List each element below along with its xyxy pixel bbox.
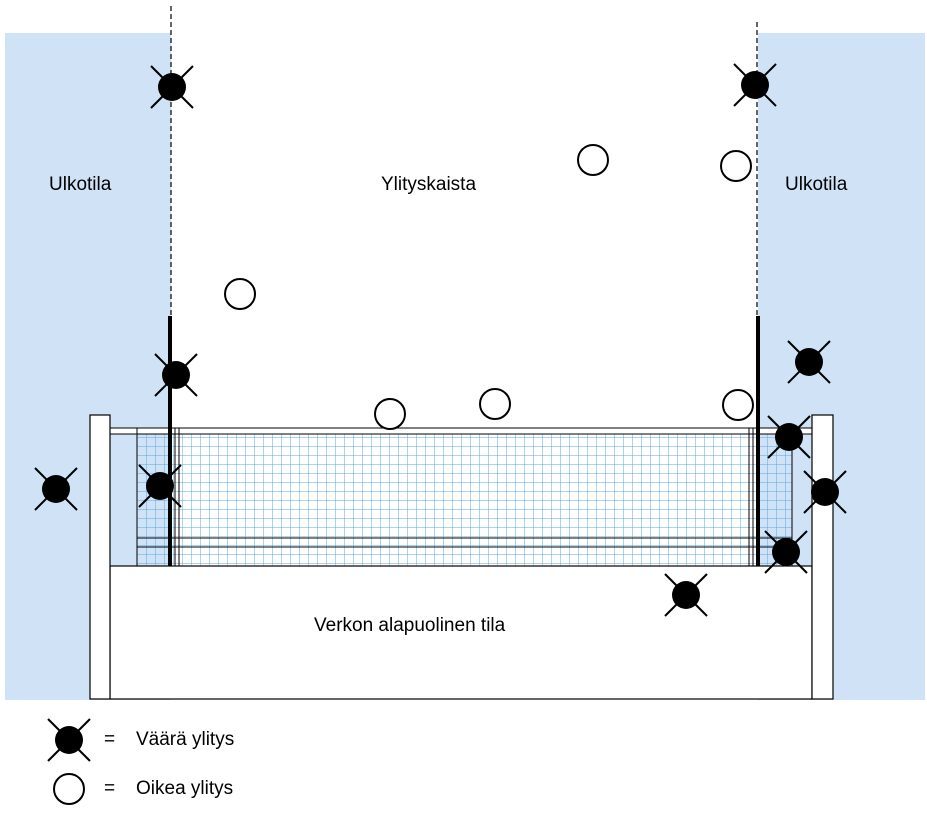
- correct-crossing-marker-2: [720, 150, 752, 182]
- legend-correct-equals: =: [104, 778, 116, 799]
- under-net-zone-label: Verkon alapuolinen tila: [314, 615, 506, 636]
- correct-crossing-marker-3: [224, 278, 256, 310]
- wrong-crossing-marker-10: [664, 573, 708, 617]
- legend-correct-symbol: [53, 773, 85, 805]
- antenna-left: [168, 316, 180, 566]
- wrong-crossing-marker-8: [803, 470, 847, 514]
- correct-crossing-marker-6: [722, 389, 754, 421]
- outside-zone-left-label: Ulkotila: [49, 174, 112, 195]
- wrong-crossings: [34, 63, 847, 617]
- correct-crossings: [224, 144, 754, 430]
- wrong-crossing-marker-4: [787, 340, 831, 384]
- open-circle-icon: [53, 773, 85, 805]
- wrong-crossing-marker-9: [764, 530, 808, 574]
- legend-wrong-symbol: [47, 718, 91, 762]
- wrong-crossing-marker-2: [733, 63, 777, 107]
- wrong-crossing-marker-5: [34, 467, 78, 511]
- wrong-crossing-marker-3: [154, 353, 198, 397]
- legend-wrong-label: Väärä ylitys: [136, 729, 235, 750]
- post-right: [811, 414, 834, 700]
- wrong-crossing-marker-1: [150, 65, 194, 109]
- post-left: [89, 414, 111, 700]
- net: [109, 427, 813, 567]
- correct-crossing-marker-4: [374, 398, 406, 430]
- crossing-space-label: Ylityskaista: [381, 174, 477, 195]
- net-top-band: [109, 427, 813, 435]
- correct-crossing-marker-1: [577, 144, 609, 176]
- legend-correct-label: Oikea ylitys: [136, 778, 234, 799]
- correct-crossing-marker-5: [479, 388, 511, 420]
- legend-wrong-equals: =: [104, 729, 116, 750]
- wrong-crossing-marker-7: [767, 415, 811, 459]
- antenna-right: [748, 316, 760, 566]
- filled-circle-x-icon: [47, 718, 91, 762]
- wrong-crossing-marker-6: [138, 464, 182, 508]
- outside-zone-right-label: Ulkotila: [785, 174, 848, 195]
